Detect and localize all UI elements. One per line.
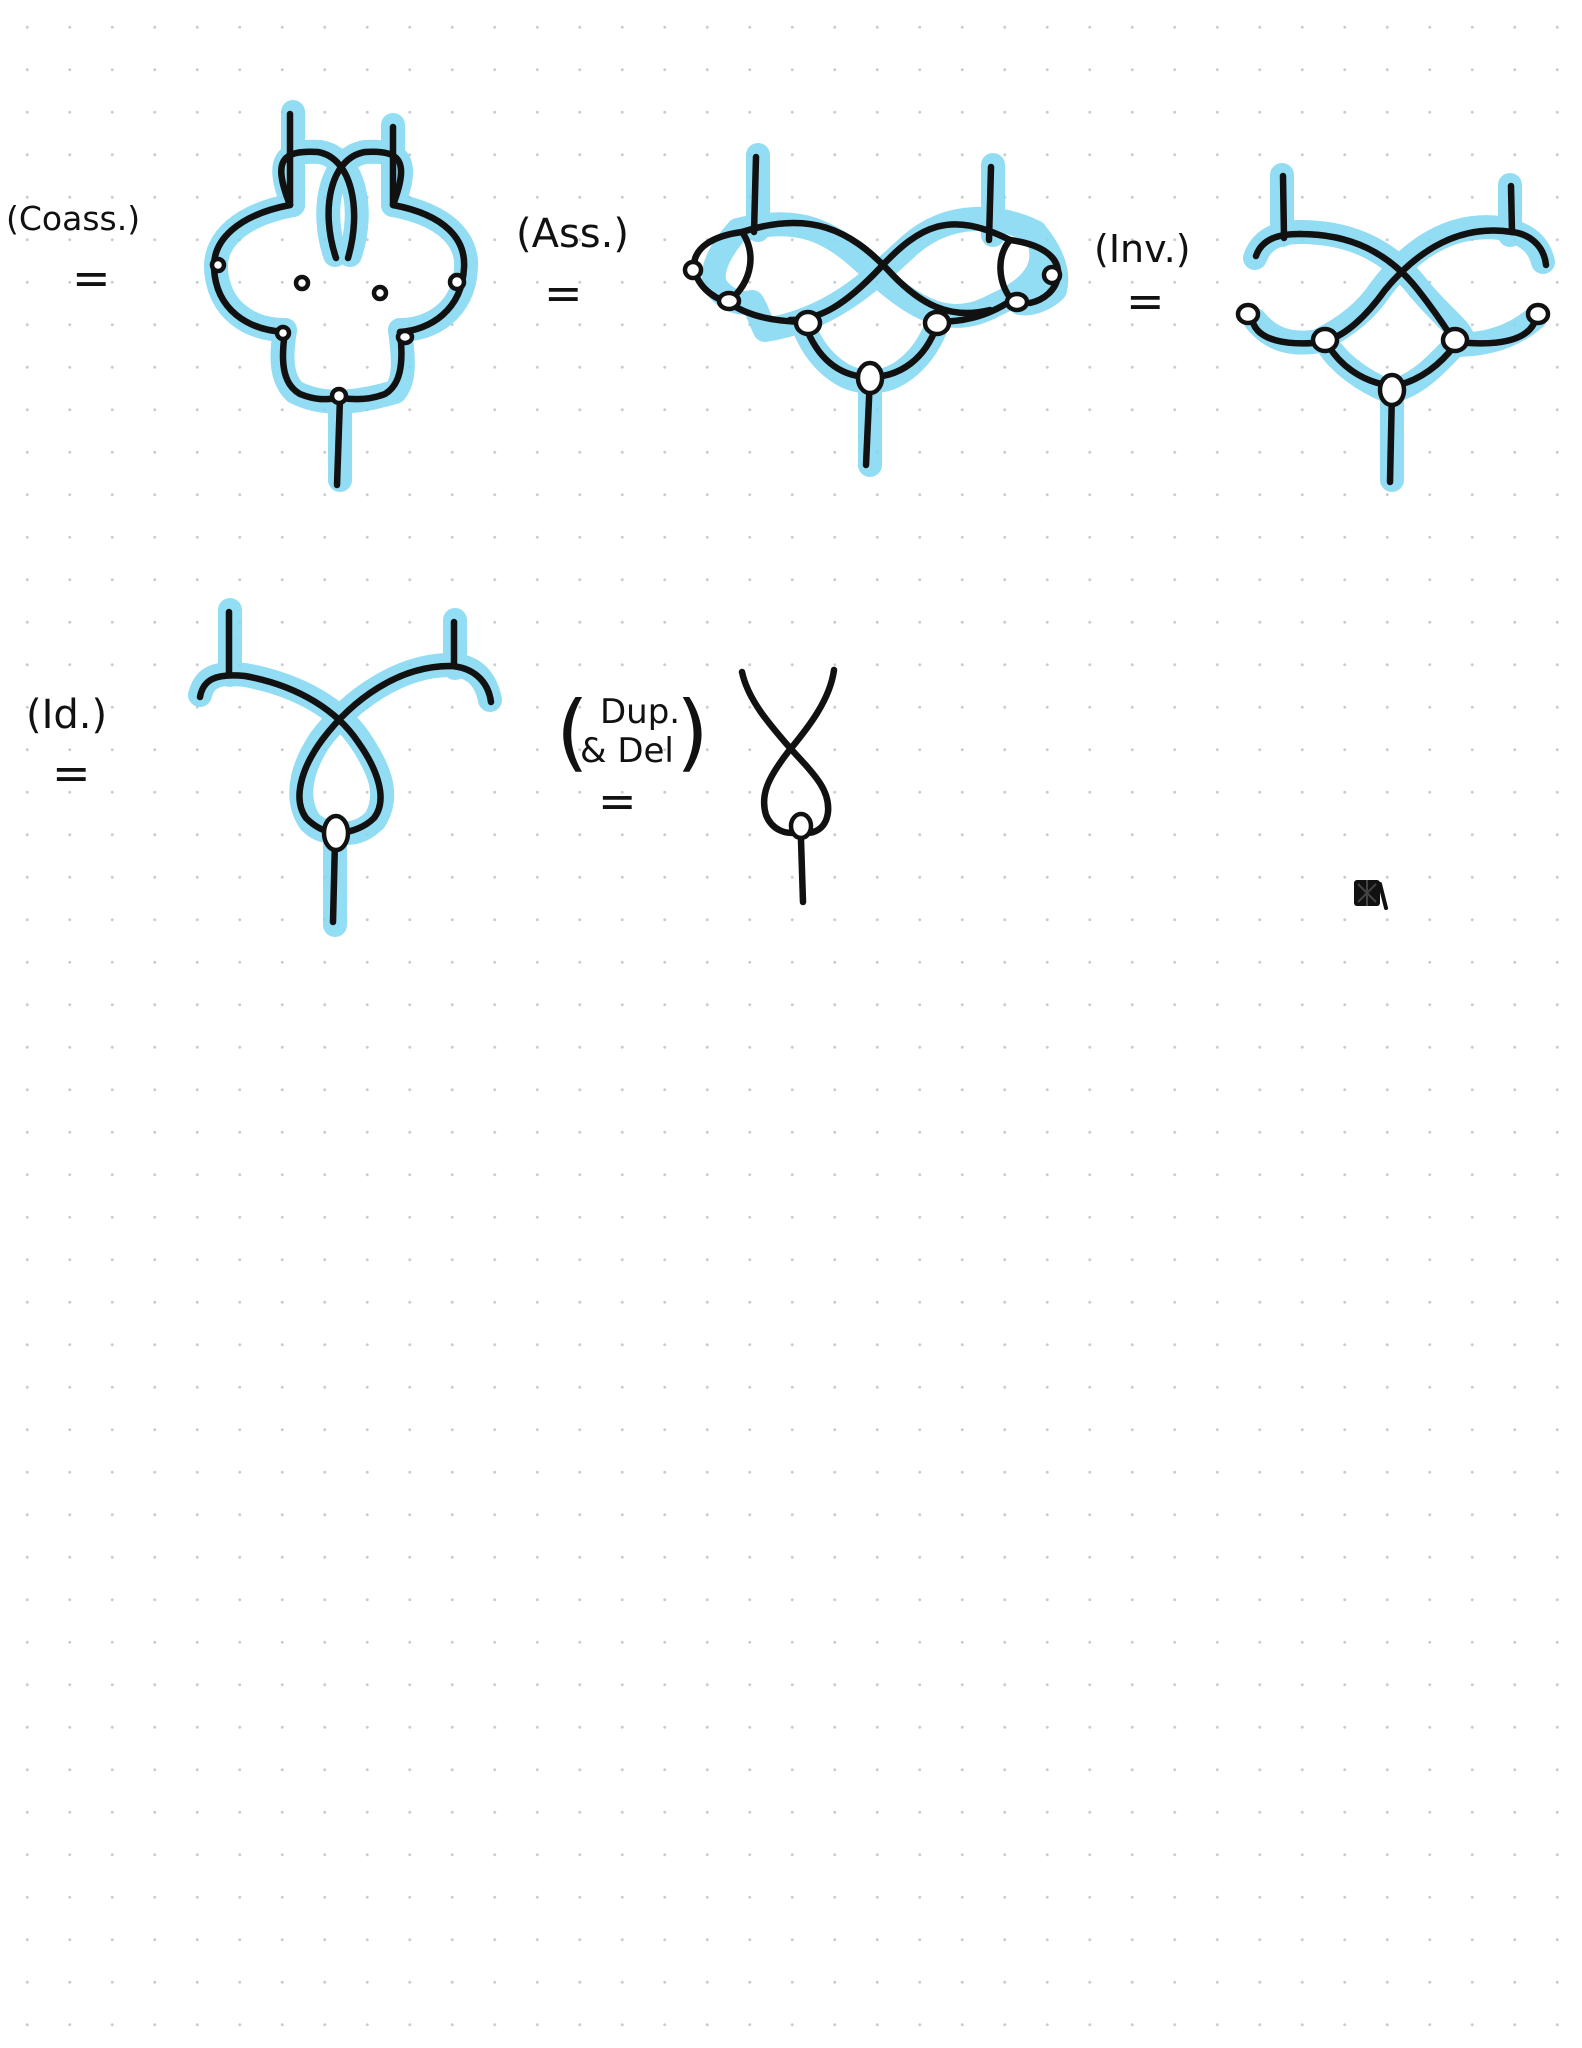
id-node <box>321 813 351 853</box>
dup-nodes <box>788 811 814 841</box>
coass-node <box>447 272 467 292</box>
coass-output <box>333 394 344 489</box>
ass-node <box>1004 291 1030 313</box>
coass-node <box>371 284 389 302</box>
coass-loop-left <box>278 148 358 262</box>
ass-node <box>793 309 823 337</box>
inv-input-left <box>1279 172 1288 242</box>
ass-node <box>855 360 885 396</box>
coass-node <box>274 324 292 342</box>
coass-bottom-left <box>279 328 342 403</box>
id-arc-right <box>296 662 495 836</box>
inv-node <box>1440 326 1470 354</box>
ass-node <box>716 290 742 312</box>
inv-input-right <box>1507 182 1516 236</box>
equals-sign: = <box>598 774 637 828</box>
coass-node <box>395 328 415 346</box>
id-nodes <box>321 813 351 853</box>
coass-nodes <box>209 256 467 406</box>
equals-sign: = <box>52 746 91 800</box>
coass-arc-right <box>389 201 468 336</box>
label-dup-close-paren: ) <box>676 683 709 781</box>
coass-node <box>209 256 227 274</box>
ass-cross-a <box>738 219 994 317</box>
equals-sign: = <box>72 251 111 305</box>
inv-nodes <box>1235 302 1551 408</box>
inv-node <box>1310 326 1340 354</box>
dup-node <box>788 811 814 841</box>
ass-highlight <box>701 143 1069 477</box>
ass-node <box>922 309 952 337</box>
label-inv: (Inv.) <box>1094 227 1191 271</box>
inv-cap-left <box>1252 230 1304 260</box>
dup-strand-a <box>738 668 832 836</box>
ass-nodes <box>682 259 1063 396</box>
coass-node <box>329 386 349 406</box>
dup-strand-b <box>760 666 838 836</box>
equals-sign: = <box>1126 274 1165 328</box>
diagram-identity <box>188 598 502 937</box>
label-id: (Id.) <box>26 692 108 738</box>
inv-cap-right <box>1508 228 1550 269</box>
label-dup-line2: & Del <box>580 731 674 771</box>
diagram-associativity <box>682 143 1069 477</box>
scribble-mark <box>1354 880 1388 910</box>
coass-strands <box>210 110 468 489</box>
diagram-inverse <box>1235 163 1555 492</box>
inv-node <box>1377 372 1407 408</box>
diagram-dup-del <box>738 666 838 906</box>
coass-node <box>293 274 311 292</box>
coass-loop-right <box>325 148 405 262</box>
ass-node <box>1041 264 1063 286</box>
diagram-coassociativity <box>204 100 479 492</box>
id-strands <box>196 608 495 926</box>
inv-node <box>1235 302 1261 326</box>
dup-output <box>797 836 807 906</box>
equals-sign: = <box>544 266 583 320</box>
label-coass: (Coass.) <box>6 199 141 238</box>
id-highlight <box>188 598 502 937</box>
ass-node <box>682 259 704 281</box>
label-dup-open-paren: ( <box>556 683 589 781</box>
ass-input-left <box>750 153 760 236</box>
dup-strands <box>738 666 838 906</box>
coass-bottom-right <box>338 328 405 403</box>
id-arc-left <box>196 672 384 836</box>
inv-highlight <box>1243 163 1555 492</box>
inv-cross-b <box>1324 227 1516 344</box>
inv-node <box>1525 302 1551 326</box>
id-output <box>329 836 339 926</box>
label-dup-line1: Dup. <box>600 692 681 732</box>
label-ass: (Ass.) <box>516 211 629 257</box>
